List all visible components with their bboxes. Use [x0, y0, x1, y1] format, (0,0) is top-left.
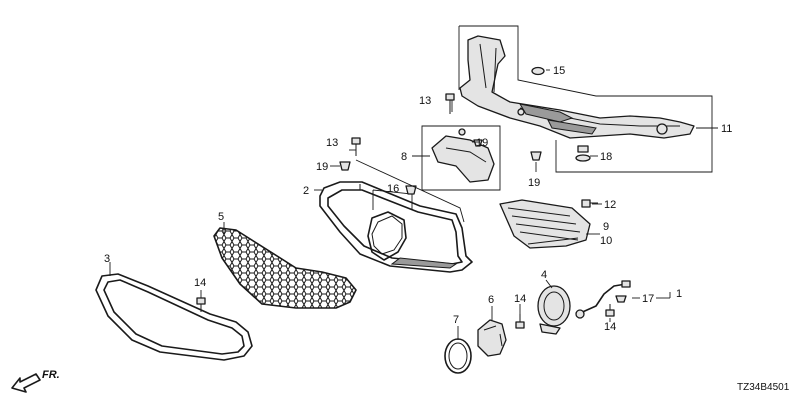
- callout-8: 8: [401, 151, 407, 163]
- bolt-18: [575, 145, 591, 162]
- diagram-code: TZ34B4501: [737, 382, 790, 393]
- callout-10: 10: [600, 235, 612, 247]
- molding-part: [95, 273, 253, 361]
- callout-19c: 19: [528, 177, 540, 189]
- bolt-14b: [515, 314, 525, 329]
- callout-2: 2: [303, 185, 309, 197]
- front-direction-arrow: FR.: [11, 369, 60, 393]
- callout-15: 15: [553, 65, 565, 77]
- upper-support-beam-part: [459, 35, 695, 139]
- bolt-13a: [445, 93, 455, 114]
- callout-12: 12: [604, 199, 616, 211]
- bolt-14c: [605, 304, 615, 317]
- clip-15: [531, 66, 545, 76]
- callout-13a: 13: [419, 95, 431, 107]
- side-grille-part: [499, 199, 591, 249]
- bolt-13b: [351, 137, 361, 156]
- callout-18: 18: [600, 151, 612, 163]
- bolt-12: [581, 199, 598, 208]
- callout-1: 1: [676, 288, 682, 300]
- part-8-bracket: [421, 125, 501, 191]
- callout-5: 5: [218, 211, 224, 223]
- callout-labels: 1 2 3 4 5 6 7 8 9 10 11 12 13 13 14 14 1…: [104, 65, 732, 333]
- callout-13b: 13: [326, 137, 338, 149]
- direction-label: FR.: [42, 369, 60, 381]
- fog-light-lens-part: [477, 319, 507, 357]
- clip-19c: [530, 151, 542, 161]
- clip-19a: [339, 161, 351, 171]
- callout-19b: 19: [476, 137, 488, 149]
- honeycomb-mesh-part: [213, 227, 357, 309]
- grille-frame-part: [319, 181, 473, 273]
- bolt-14a: [196, 297, 206, 312]
- callout-14a: 14: [194, 277, 206, 289]
- callout-14b: 14: [514, 293, 526, 305]
- callout-6: 6: [488, 294, 494, 306]
- callout-14c: 14: [604, 321, 616, 333]
- bracket-8-part: [431, 128, 495, 183]
- callout-11: 11: [721, 123, 732, 135]
- leader-lines: [109, 69, 718, 340]
- fog-light-bezel-part: [537, 285, 571, 335]
- callout-19a: 19: [316, 161, 328, 173]
- seal-ring-part: [444, 338, 472, 374]
- wire-harness-part: [575, 280, 631, 319]
- callout-17: 17: [642, 293, 654, 305]
- callout-3: 3: [104, 253, 110, 265]
- part-11-bracket: [459, 25, 713, 173]
- callout-16: 16: [387, 183, 399, 195]
- callout-9: 9: [603, 221, 609, 233]
- callout-7: 7: [453, 314, 459, 326]
- callout-4: 4: [541, 269, 547, 281]
